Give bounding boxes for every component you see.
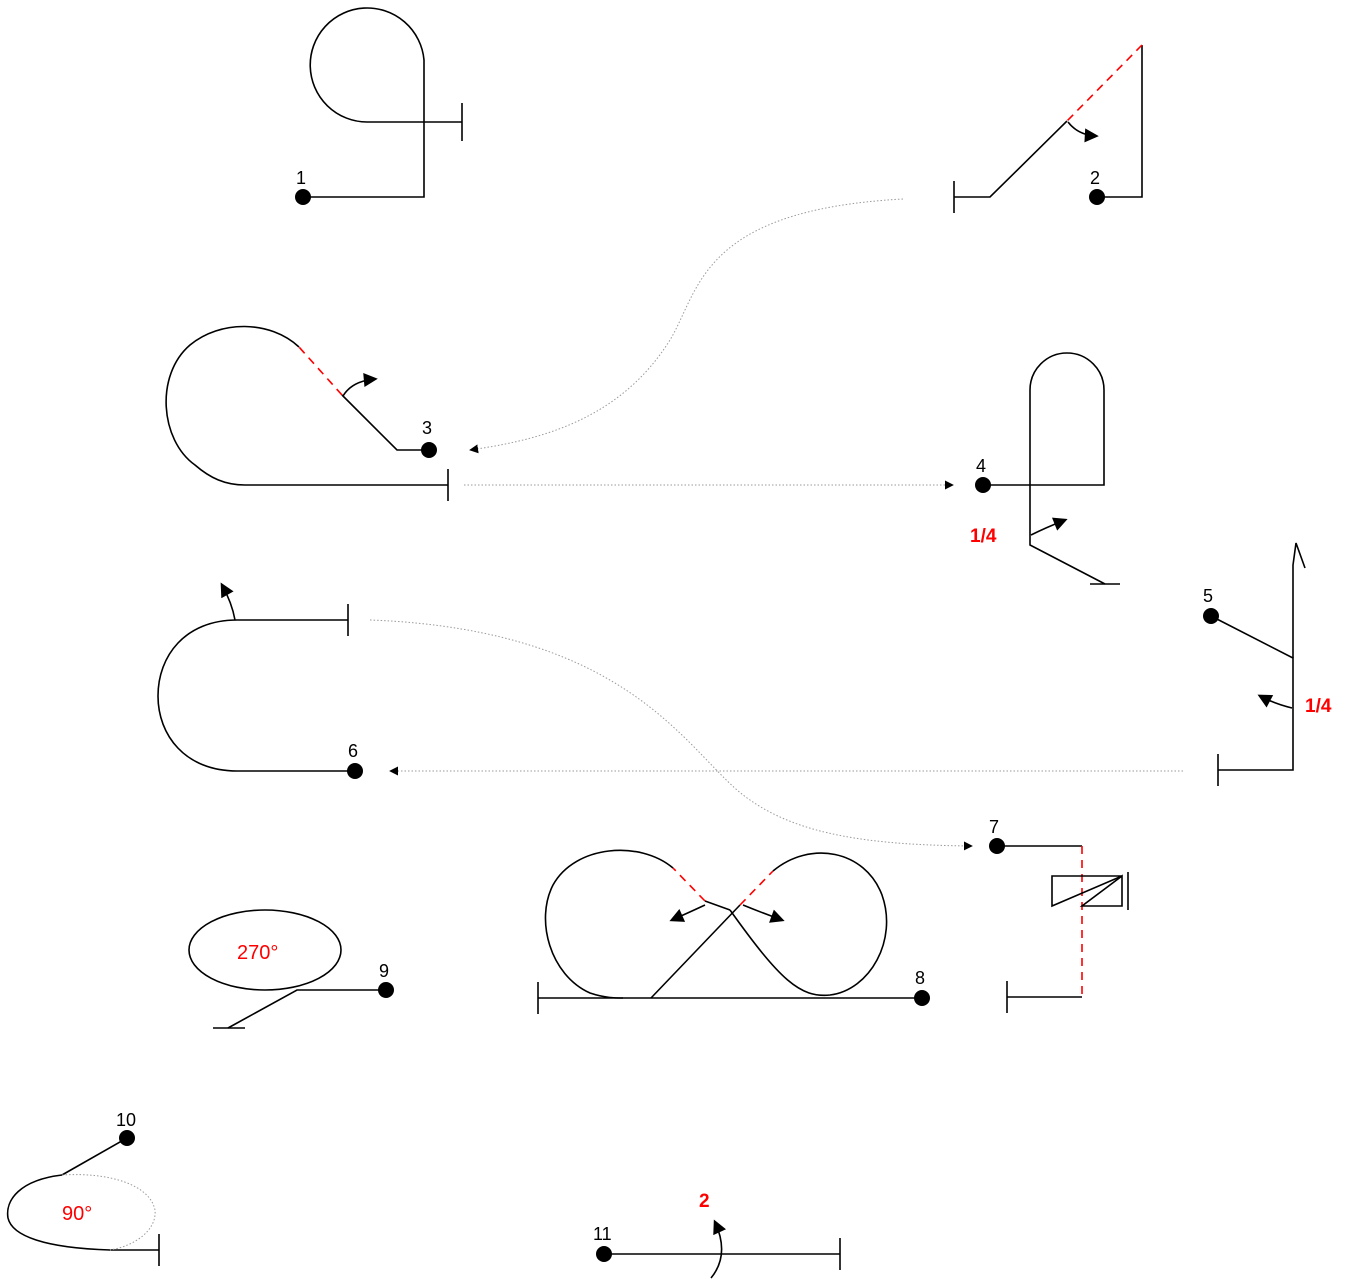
figure-2-start-dot (1089, 189, 1105, 205)
figure-5-label: 5 (1203, 586, 1213, 606)
figure-4-start-dot (975, 477, 991, 493)
figure-9: 9 270° (188, 909, 394, 1029)
figure-1-start-dot (295, 189, 311, 205)
figure-2-label: 2 (1090, 168, 1100, 188)
figure-1-label: 1 (296, 168, 306, 188)
connector-2-to-3 (469, 198, 904, 454)
figure-8-label: 8 (915, 968, 925, 988)
figure-11-label: 11 (593, 1224, 612, 1244)
figure-4: 4 1/4 (970, 352, 1120, 585)
figure-5-start-dot (1203, 608, 1219, 624)
figure-5: 5 1/4 (1203, 542, 1332, 786)
figure-7-start-dot (989, 838, 1005, 854)
figure-6-label: 6 (348, 741, 358, 761)
figure-6: 6 (157, 582, 363, 779)
figure-3-start-dot (421, 442, 437, 458)
figure-11: 11 2 (593, 1191, 841, 1279)
figure-10-start-dot (119, 1130, 135, 1146)
figure-8-start-dot (914, 990, 930, 1006)
figure-5-roll: 1/4 (1305, 696, 1332, 717)
figure-4-roll: 1/4 (970, 526, 997, 547)
figure-10-angle: 90° (62, 1203, 92, 1225)
figure-4-label: 4 (976, 456, 986, 476)
figure-6-start-dot (347, 763, 363, 779)
figure-8: 8 (537, 849, 930, 1014)
figure-10: 10 90° (6, 1110, 160, 1266)
figure-10-label: 10 (116, 1110, 136, 1130)
figure-9-label: 9 (379, 961, 389, 981)
figure-11-roll: 2 (699, 1191, 710, 1212)
figure-9-start-dot (378, 982, 394, 998)
figure-2: 2 (953, 44, 1143, 213)
figure-11-start-dot (596, 1246, 612, 1262)
figure-1: 1 (295, 7, 463, 205)
connector-6-to-7 (369, 619, 973, 851)
figure-9-angle: 270° (237, 942, 278, 964)
figure-7-label: 7 (989, 817, 999, 837)
figure-3-label: 3 (422, 418, 432, 438)
figure-7: 7 (989, 817, 1129, 1013)
figure-3: 3 (165, 325, 449, 501)
